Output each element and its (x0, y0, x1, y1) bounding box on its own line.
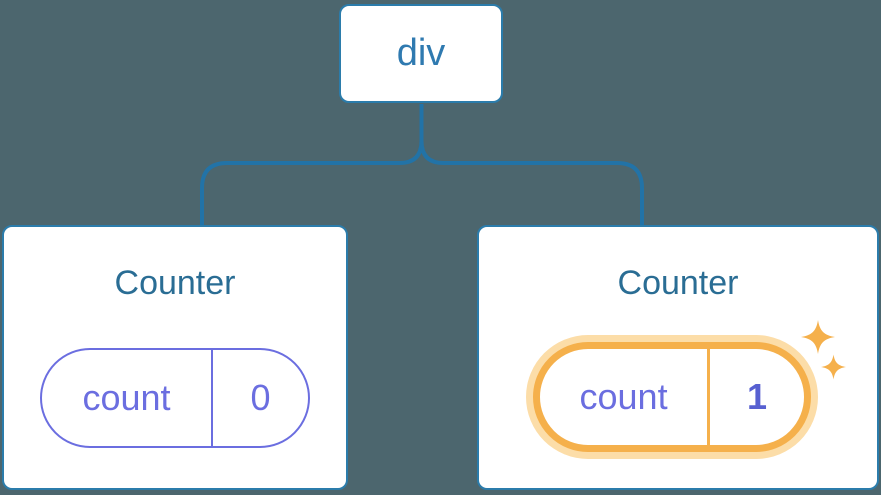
component-title: Counter (617, 264, 739, 302)
connector-left-branch (200, 104, 424, 226)
component-title: Counter (114, 264, 236, 302)
counter-card-left: Counter count 0 (2, 225, 348, 490)
counter-card-right: Counter count 1 (477, 225, 879, 490)
state-value: 1 (707, 349, 804, 445)
connector-right-branch (419, 104, 644, 226)
state-key: count (82, 377, 171, 418)
root-node-label: div (396, 32, 446, 74)
state-pill-highlighted: count 1 (533, 342, 811, 452)
state-key: count (579, 376, 668, 417)
state-pill: count 0 (40, 348, 310, 448)
state-value: 0 (211, 350, 308, 446)
root-node: div (339, 4, 503, 103)
